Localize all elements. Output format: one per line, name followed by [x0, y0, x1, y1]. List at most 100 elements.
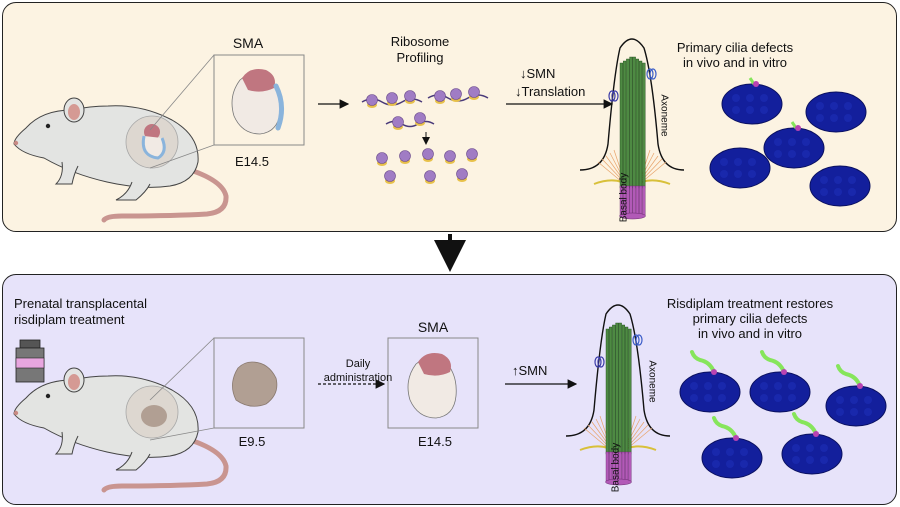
- top-nucleus-5-texture-2: [848, 176, 856, 184]
- bottom-embryo: [407, 353, 457, 419]
- bottom-nucleus-5: [781, 412, 843, 475]
- bottom-nucleus-2-basal-dot: [781, 369, 787, 375]
- bottom-nucleus-1-texture-3: [690, 394, 698, 402]
- bottom-nucleus-3-texture-1: [850, 396, 858, 404]
- early-embryo: [232, 361, 278, 407]
- bottom-embryo-box: [387, 337, 479, 429]
- ribosome-free-4-large: [466, 148, 478, 160]
- top-nucleus-3-texture-1: [788, 138, 796, 146]
- bottom-nucleus-5-texture-5: [820, 456, 828, 464]
- ribosome-polysome-1: [386, 92, 398, 106]
- ribosome-polysome-0-large: [366, 94, 378, 106]
- bottom-nucleus-1-texture-1: [704, 382, 712, 390]
- bottom-cilium-microtubule-2: [612, 324, 616, 455]
- ribosome-polysome-3: [434, 90, 446, 104]
- bottom-nucleus-5-body: [781, 433, 843, 475]
- bottom-nucleus-4-cilium: [712, 416, 738, 440]
- top-nucleus-4-texture-2: [748, 158, 756, 166]
- mouse-nose: [13, 410, 19, 416]
- top-sma-title: SMA: [232, 35, 264, 51]
- mouse-illustration: [13, 367, 229, 493]
- top-cilium-fiber-right-0: [641, 161, 667, 183]
- top-nucleus-2: [805, 91, 867, 133]
- top-basal-body-label: Basal body: [618, 172, 630, 223]
- top-nucleus-1-texture-3: [732, 106, 740, 114]
- bottom-effect-smn: ↑SMN: [512, 363, 548, 378]
- mouse-eye: [45, 123, 51, 129]
- top-nucleus-5-texture-5: [848, 188, 856, 196]
- mouse-hind-leg: [115, 451, 151, 471]
- ribosome-polysome-5: [468, 86, 480, 100]
- top-zoom-line-b: [149, 144, 215, 169]
- early-zoom-line-b: [149, 427, 215, 441]
- bottom-nucleus-1-texture-2: [718, 382, 726, 390]
- vial-cap: [19, 339, 41, 349]
- bottom-cilium-ift-particle-b: [635, 334, 643, 346]
- bottom-cilium-basal-tube-7: [628, 451, 632, 483]
- mouse-embryo-brain: [144, 124, 160, 140]
- top-cilium-microtubule-5: [635, 58, 639, 189]
- top-cilium-membrane: [579, 38, 685, 171]
- bottom-cilium-fiber-left-2: [591, 421, 609, 445]
- top-cilium-ift-particle-a: [646, 68, 654, 80]
- risdiplam-vial-icon: [15, 339, 45, 383]
- bottom-cilium-membrane: [565, 304, 671, 437]
- bottom-nucleus-3-texture-4: [850, 408, 858, 416]
- bottom-nucleus-3-texture-5: [864, 408, 872, 416]
- top-embryo-brain: [242, 69, 275, 92]
- bottom-nucleus-2-texture-2: [788, 382, 796, 390]
- top-nucleus-1-body: [721, 83, 783, 125]
- bottom-nucleus-4-body: [701, 437, 763, 479]
- top-cilium-microtubule-7: [642, 62, 646, 189]
- mouse-front-leg: [54, 431, 79, 455]
- top-nucleus-2-texture-0: [816, 102, 824, 110]
- top-nucleus-2-texture-1: [830, 102, 838, 110]
- bottom-nucleus-5-texture-0: [792, 444, 800, 452]
- top-cilium-ift-particle-d: [611, 90, 619, 102]
- top-cilium-fiber-left-2: [605, 155, 623, 179]
- top-nucleus-5-texture-0: [820, 176, 828, 184]
- vial-label: [15, 357, 45, 369]
- top-nucleus-5-body: [809, 165, 871, 207]
- bottom-cilium-microtubule-0: [605, 328, 609, 455]
- ribosome-free-1-large: [399, 150, 411, 162]
- ribosome-free-1: [399, 150, 411, 164]
- mouse-ear-inner: [68, 104, 80, 120]
- top-cilium-microtubule-6: [639, 60, 643, 189]
- bottom-embryo-stage: E14.5: [418, 434, 452, 449]
- bottom-cilium-fiber-right-0: [627, 427, 653, 449]
- bottom-nucleus-1: [679, 350, 741, 413]
- bottom-nucleus-1-body: [679, 371, 741, 413]
- top-nucleus-3-texture-2: [802, 138, 810, 146]
- top-nucleus-1: [721, 77, 783, 125]
- bottom-nucleus-4-texture-4: [726, 460, 734, 468]
- ribosome-polysome-7-large: [414, 112, 426, 124]
- ribosome-polysome-2-large: [404, 90, 416, 102]
- top-nucleus-2-body: [805, 91, 867, 133]
- mouse-tail: [101, 163, 229, 223]
- top-nucleus-3-texture-0: [774, 138, 782, 146]
- bottom-nucleus-3-texture-3: [836, 408, 844, 416]
- bottom-nucleus-5-texture-3: [792, 456, 800, 464]
- top-nucleus-1-texture-5: [760, 106, 768, 114]
- bottom-nucleus-4-texture-1: [726, 448, 734, 456]
- bottom-nucleus-4-texture-3: [712, 460, 720, 468]
- top-cilium: [579, 38, 685, 220]
- bottom-result-line2: primary cilia defects: [692, 311, 808, 326]
- bottom-axoneme-label: Axoneme: [646, 360, 658, 403]
- ribosome-polysome-5-large: [468, 86, 480, 98]
- top-nucleus-3-body: [763, 127, 825, 169]
- top-nucleus-5: [809, 165, 871, 207]
- ribosome-free-3: [444, 150, 456, 164]
- top-nucleus-4-body: [709, 147, 771, 189]
- top-cilium-fiber-left-1: [601, 158, 623, 181]
- bottom-nucleus-4: [701, 416, 763, 479]
- bottom-nucleus-3-basal-dot: [857, 383, 863, 389]
- bottom-cilium-fiber-left-1: [587, 424, 609, 447]
- top-cilium-basal-base: [619, 212, 646, 220]
- bottom-nucleus-1-texture-5: [718, 394, 726, 402]
- ribosome-polysome-3-large: [434, 90, 446, 102]
- profiling-title-line1: Ribosome: [390, 34, 450, 49]
- top-nucleus-1-texture-4: [746, 106, 754, 114]
- top-nucleus-1-basal-dot: [753, 81, 759, 87]
